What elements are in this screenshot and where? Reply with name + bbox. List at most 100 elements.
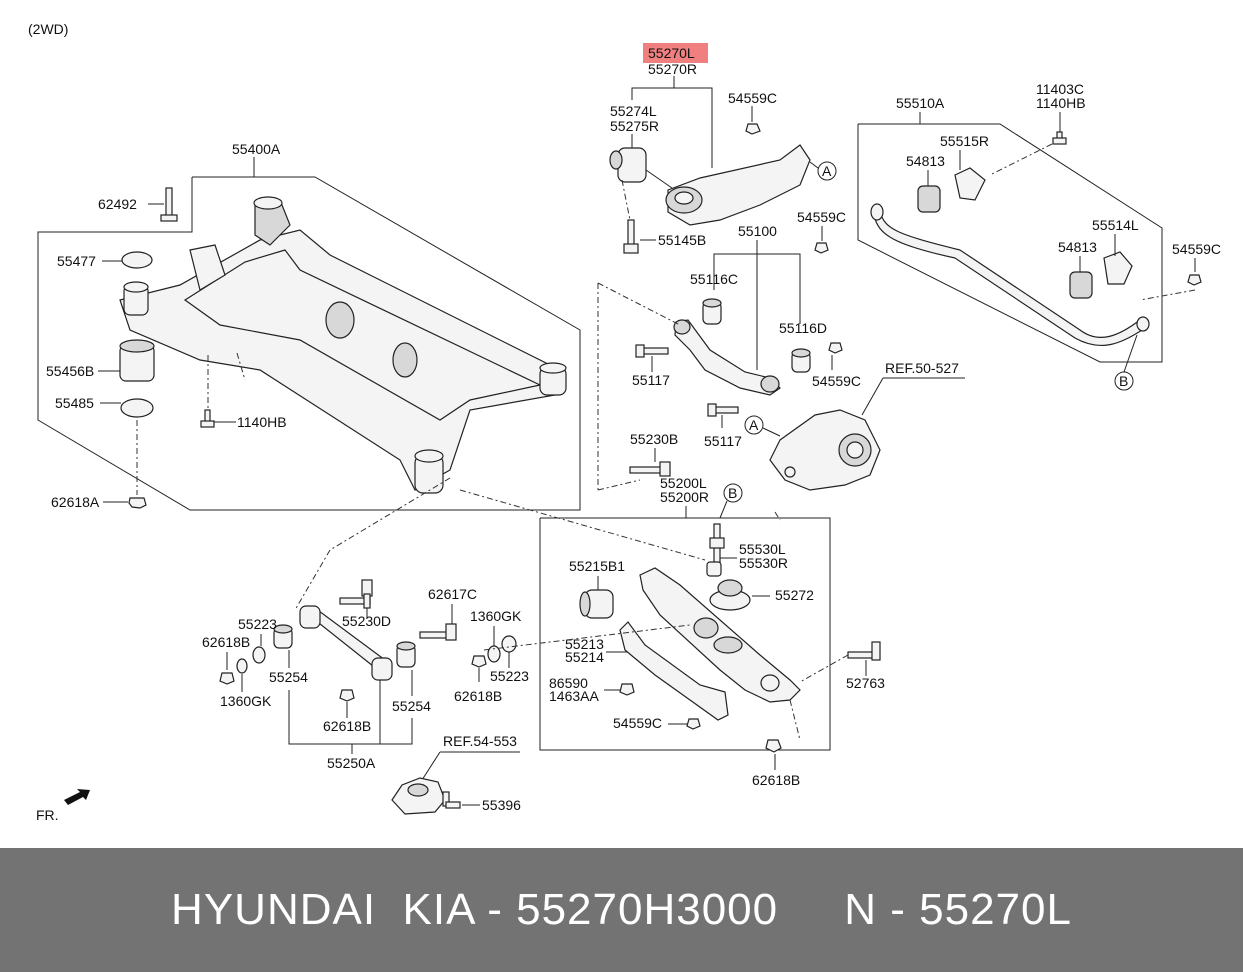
upper-arm-55270: [609, 144, 811, 226]
nut-54559C-3: [828, 342, 843, 354]
part-1140HB: 1140HB: [237, 414, 287, 430]
part-55230B: 55230B: [630, 431, 678, 447]
callout-a-1-label: A: [822, 163, 832, 179]
bolt-11403C: [1052, 131, 1067, 145]
part-1140HB-2: 1140HB: [1036, 95, 1086, 111]
part-55254-2: 55254: [392, 698, 431, 714]
part-54559C-3: 54559C: [812, 373, 861, 389]
part-62492: 62492: [98, 196, 137, 212]
part-55396: 55396: [482, 797, 521, 813]
footer-bar: HYUNDAI KIA - 55270H3000 N - 55270L: [0, 848, 1243, 972]
washer-55223-1: [252, 646, 266, 664]
part-62618B-3: 62618B: [454, 688, 502, 704]
knuckle: [769, 409, 881, 491]
bushing-55456B: [119, 339, 155, 382]
part-55275R: 55275R: [610, 118, 659, 134]
part-54559C-1: 54559C: [728, 90, 777, 106]
lower-arm-55200: [579, 567, 801, 703]
nut-54559C-2: [814, 242, 829, 254]
callout-b-2: [723, 483, 743, 503]
stabilizer-group-frame: [857, 123, 1163, 363]
part-62618A: 62618A: [51, 494, 100, 510]
part-55270R: 55270R: [648, 61, 697, 77]
callout-a-2: [744, 415, 764, 435]
part-55515R: 55515R: [940, 133, 989, 149]
part-55530L: 55530L: [739, 541, 786, 557]
part-55213: 55213: [565, 636, 604, 652]
part-55254-1: 55254: [269, 669, 308, 685]
part-62617C: 62617C: [428, 586, 477, 602]
washer-1360GK-1: [236, 658, 248, 674]
bolt-62617C: [419, 623, 457, 641]
parts-diagram: (2WD) 55400A 62492 55477 55456B 55485: [28, 21, 1221, 823]
part-55270L: 55270L: [648, 45, 695, 61]
part-55400A: 55400A: [232, 141, 281, 157]
part-55117-2: 55117: [704, 433, 742, 449]
rear-subframe: [119, 196, 567, 494]
callout-b-2-label: B: [728, 485, 737, 501]
nut-62618B-2: [339, 689, 355, 702]
ref-54-553: REF.54-553: [443, 733, 517, 749]
part-55272: 55272: [775, 587, 814, 603]
bolt-55230D: [339, 579, 373, 609]
part-54813-2: 54813: [1058, 239, 1097, 255]
part-55223-2: 55223: [490, 668, 529, 684]
part-55485: 55485: [55, 395, 94, 411]
part-62618B-2: 62618B: [323, 718, 371, 734]
part-55215B1: 55215B1: [569, 558, 625, 574]
callout-a-1: [817, 161, 837, 181]
lower-arm-group-frame: [539, 517, 831, 751]
assist-arm-55250A: [273, 605, 416, 681]
part-55274L: 55274L: [610, 103, 657, 119]
part-54813-1: 54813: [906, 153, 945, 169]
part-55510A: 55510A: [896, 95, 945, 111]
front-arrow-icon: [64, 789, 90, 805]
nut-62618A: [128, 497, 147, 509]
drive-type-label: (2WD): [28, 21, 68, 37]
part-55145B: 55145B: [658, 232, 706, 248]
part-55100: 55100: [738, 223, 777, 239]
callout-a-2-label: A: [749, 417, 759, 433]
part-11403C: 11403C: [1036, 81, 1084, 97]
part-1463AA: 1463AA: [549, 688, 599, 704]
part-55214: 55214: [565, 649, 604, 665]
washer-55485: [120, 398, 154, 418]
part-55200R: 55200R: [660, 489, 709, 505]
subframe-group-frame: [37, 176, 581, 511]
ref-50-527: REF.50-527: [885, 360, 959, 376]
footer-part-number: HYUNDAI KIA - 55270H3000 N - 55270L: [171, 885, 1072, 934]
part-55116C: 55116C: [690, 271, 738, 287]
nut-62618B-5: [765, 739, 782, 753]
bolt-55396: [442, 791, 461, 809]
washer-55477: [121, 251, 153, 269]
part-55250A: 55250A: [327, 755, 376, 771]
part-55223-1: 55223: [238, 616, 277, 632]
highlight-box: [643, 43, 708, 63]
mount-55396: [391, 777, 446, 815]
control-arm-55100: [673, 298, 811, 396]
nut-54559C-5: [686, 718, 701, 730]
part-55456B: 55456B: [46, 363, 94, 379]
callout-b-1-label: B: [1119, 373, 1128, 389]
part-54559C-2: 54559C: [797, 209, 846, 225]
nut-54559C-1: [745, 123, 761, 135]
part-55530R: 55530R: [739, 555, 788, 571]
bolt-62492: [160, 187, 178, 222]
part-55477: 55477: [57, 253, 96, 269]
part-55200L: 55200L: [660, 475, 707, 491]
bolt-55117-1: [635, 344, 669, 358]
part-54559C-4: 54559C: [1172, 241, 1221, 257]
guard-55213: [619, 621, 729, 721]
nut-62618B-3: [471, 655, 487, 668]
front-label: FR.: [36, 807, 59, 823]
nut-62618B-1: [219, 672, 235, 685]
part-52763: 52763: [846, 675, 885, 691]
part-62618B-5: 62618B: [752, 772, 800, 788]
nut-54559C-4: [1187, 274, 1202, 286]
part-55514L: 55514L: [1092, 217, 1139, 233]
bolt-52763: [847, 641, 881, 661]
part-1360GK-1: 1360GK: [220, 693, 272, 709]
washer-1360GK-2: [487, 645, 501, 663]
bolt-55145B: [623, 219, 639, 254]
link-55530: [706, 523, 725, 577]
